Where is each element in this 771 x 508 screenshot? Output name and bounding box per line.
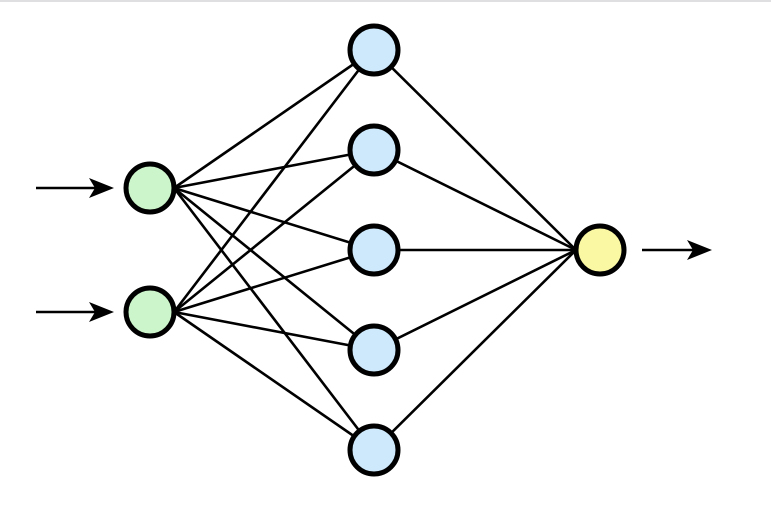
edge-i2-h3 (173, 248, 375, 314)
edge-i2-h1 (172, 49, 376, 313)
node-hidden-4 (347, 323, 401, 377)
node-hidden-3 (347, 223, 401, 277)
node-hidden-1 (347, 23, 401, 77)
edge-h5-o1 (373, 249, 577, 451)
node-hidden-2 (347, 123, 401, 177)
edge-i1-h5 (172, 187, 376, 451)
node-output-1 (573, 223, 627, 277)
edge-i1-h1 (173, 48, 375, 190)
input-arrow-2-head-icon (89, 302, 114, 322)
node-input-1 (123, 161, 177, 215)
top-border-line (0, 0, 771, 2)
output-arrow-head-icon (687, 240, 712, 260)
edge-i1-h4 (173, 186, 375, 352)
edge-h1-o1 (373, 49, 577, 251)
node-hidden-5 (347, 423, 401, 477)
edge-h4-o1 (373, 248, 577, 352)
edge-i1-h2 (173, 148, 375, 190)
input-arrow-1-head-icon (89, 178, 114, 198)
edge-i2-h2 (173, 148, 375, 314)
node-input-2 (123, 285, 177, 339)
edge-i2-h5 (173, 310, 375, 452)
edge-i2-h4 (173, 310, 375, 352)
edge-i1-h3 (173, 186, 375, 252)
edge-h2-o1 (373, 148, 577, 252)
